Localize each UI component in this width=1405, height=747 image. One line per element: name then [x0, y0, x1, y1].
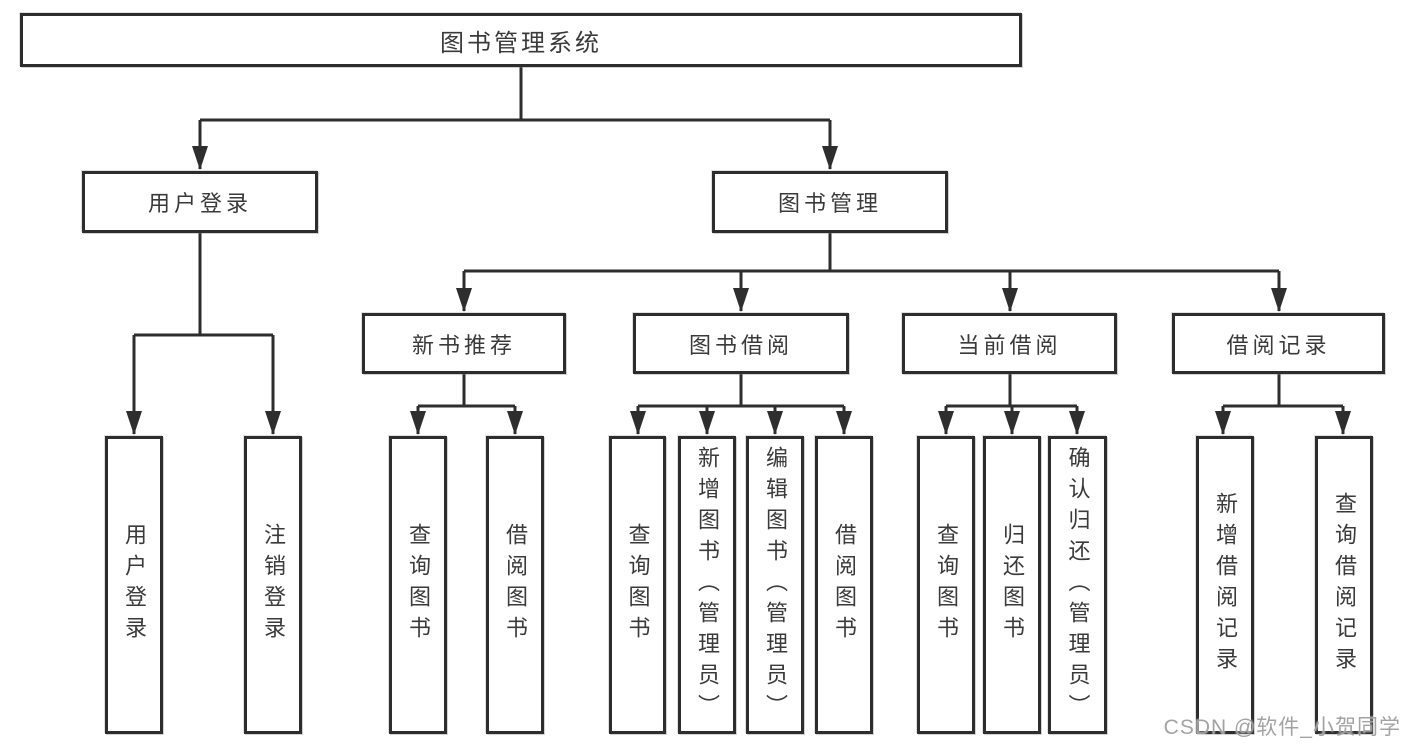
node-label: 新书推荐 [411, 332, 516, 358]
node-library-management-system: 图书管理系统 [20, 13, 1022, 67]
node-current-borrowing: 当前借阅 [902, 313, 1117, 374]
leaf-borrow-edit-books-admin: 编辑图书（管理员） [746, 436, 804, 734]
node-user-login: 用户登录 [82, 171, 318, 233]
node-label: 归还图书 [1000, 523, 1025, 647]
node-new-book-recommend: 新书推荐 [362, 313, 566, 374]
node-label: 借阅图书 [832, 523, 857, 647]
leaf-newbook-query-books: 查询图书 [389, 436, 447, 734]
leaf-current-confirm-return-admin: 确认归还（管理员） [1048, 436, 1107, 734]
node-label: 借阅图书 [503, 523, 528, 647]
connector-book-mgmt-split [464, 233, 1279, 273]
leaf-borrow-add-books-admin: 新增图书（管理员） [678, 436, 736, 734]
leaf-records-query-record: 查询借阅记录 [1315, 436, 1373, 734]
node-label: 用户登录 [122, 523, 147, 647]
leaf-newbook-borrow-books: 借阅图书 [486, 436, 544, 734]
node-label: 确认归还（管理员） [1065, 445, 1091, 725]
node-label: 图书管理 [777, 191, 882, 216]
node-label: 查询图书 [934, 523, 959, 647]
node-label: 图书管理系统 [440, 29, 602, 57]
leaf-logout: 注销登录 [244, 436, 302, 734]
node-label: 查询借阅记录 [1332, 492, 1357, 678]
node-label: 编辑图书（管理员） [763, 445, 788, 725]
connector-records-split [1223, 373, 1343, 408]
node-label: 用户登录 [147, 191, 252, 216]
node-label: 查询图书 [625, 523, 651, 647]
connector-user-login-split [134, 233, 273, 337]
node-label: 注销登录 [261, 523, 286, 647]
leaf-user-login: 用户登录 [105, 436, 163, 734]
csdn-watermark: CSDN @软件_小贺同学 [1163, 716, 1401, 739]
connector-root-split [200, 67, 830, 122]
leaf-current-query-books: 查询图书 [917, 436, 975, 734]
node-label: 新增图书（管理员） [695, 445, 720, 725]
leaf-current-return-books: 归还图书 [983, 436, 1041, 734]
node-label: 查询图书 [406, 523, 431, 647]
node-label: 借阅记录 [1226, 332, 1331, 358]
leaf-records-add-record: 新增借阅记录 [1196, 436, 1254, 734]
leaf-borrow-borrow-books: 借阅图书 [815, 436, 873, 734]
node-label: 图书借阅 [688, 332, 793, 358]
node-borrow-records: 借阅记录 [1172, 313, 1385, 374]
leaf-borrow-query-books: 查询图书 [609, 436, 666, 734]
connector-current-split [946, 373, 1077, 408]
connector-new-book-split [418, 373, 515, 408]
node-book-management: 图书管理 [712, 171, 948, 233]
node-label: 当前借阅 [957, 332, 1062, 358]
node-label: 新增借阅记录 [1213, 492, 1238, 678]
node-book-borrowing: 图书借阅 [633, 313, 849, 374]
connector-borrow-split [638, 373, 844, 408]
